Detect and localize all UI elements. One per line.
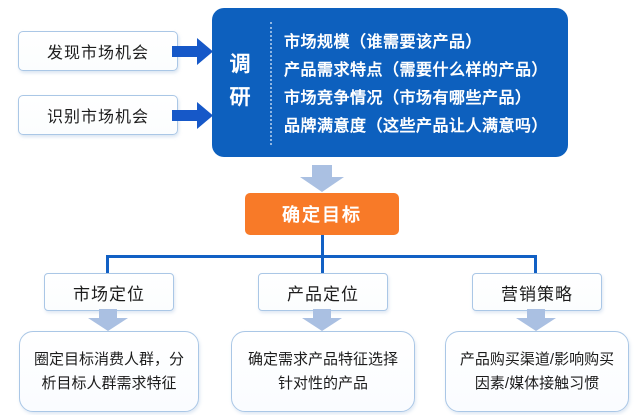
connector-bar bbox=[106, 255, 537, 258]
arrow-down-icon bbox=[300, 165, 344, 192]
branch-label-market-positioning: 市场定位 bbox=[44, 273, 174, 311]
branch-detail-product-positioning: 确定需求产品特征选择 针对性的产品 bbox=[231, 331, 415, 412]
connector-stem bbox=[321, 235, 324, 257]
arrow-right-icon bbox=[172, 38, 213, 65]
arrow-right-icon bbox=[172, 102, 213, 129]
branch-label-text: 产品定位 bbox=[287, 284, 359, 304]
goal-box: 确定目标 bbox=[245, 193, 399, 235]
research-item: 市场规模（谁需要该产品） bbox=[284, 34, 483, 51]
source-box-identify-label: 识别市场机会 bbox=[46, 109, 149, 126]
research-panel-title: 调研 bbox=[229, 53, 251, 109]
connector-drop bbox=[321, 257, 324, 273]
branch-detail-text: 确定需求产品特征选择 针对性的产品 bbox=[247, 350, 398, 392]
source-box-discover-label: 发现市场机会 bbox=[46, 45, 149, 62]
arrow-down-icon bbox=[88, 309, 128, 331]
connector-drop bbox=[106, 257, 109, 273]
research-panel: 调研 市场规模（谁需要该产品） 产品需求特点（需要什么样的产品） 市场竞争情况（… bbox=[212, 8, 568, 157]
arrow-down-icon bbox=[302, 309, 342, 331]
arrow-down-icon bbox=[516, 309, 556, 331]
branch-detail-text: 产品购买渠道/影响购买 因素/媒体接触习惯 bbox=[459, 350, 615, 392]
branch-label-text: 市场定位 bbox=[73, 284, 145, 304]
research-item: 市场竞争情况（市场有哪些产品） bbox=[284, 90, 532, 107]
branch-label-text: 营销策略 bbox=[501, 284, 573, 304]
dotted-divider bbox=[270, 22, 272, 145]
branch-label-marketing-strategy: 营销策略 bbox=[472, 273, 602, 311]
branch-detail-marketing-strategy: 产品购买渠道/影响购买 因素/媒体接触习惯 bbox=[445, 331, 629, 412]
research-item: 品牌满意度（这些产品让人满意吗） bbox=[284, 118, 549, 135]
source-box-identify: 识别市场机会 bbox=[18, 95, 178, 135]
branch-label-product-positioning: 产品定位 bbox=[258, 273, 388, 311]
source-box-discover: 发现市场机会 bbox=[18, 31, 178, 71]
research-item: 产品需求特点（需要什么样的产品） bbox=[284, 62, 549, 79]
research-item-list: 市场规模（谁需要该产品） 产品需求特点（需要什么样的产品） 市场竞争情况（市场有… bbox=[284, 29, 548, 141]
branch-detail-text: 圈定目标消费人群，分 析目标人群需求特征 bbox=[33, 350, 184, 392]
connector-drop bbox=[534, 257, 537, 273]
goal-box-label: 确定目标 bbox=[282, 205, 362, 225]
branch-detail-market-positioning: 圈定目标消费人群，分 析目标人群需求特征 bbox=[19, 331, 199, 412]
